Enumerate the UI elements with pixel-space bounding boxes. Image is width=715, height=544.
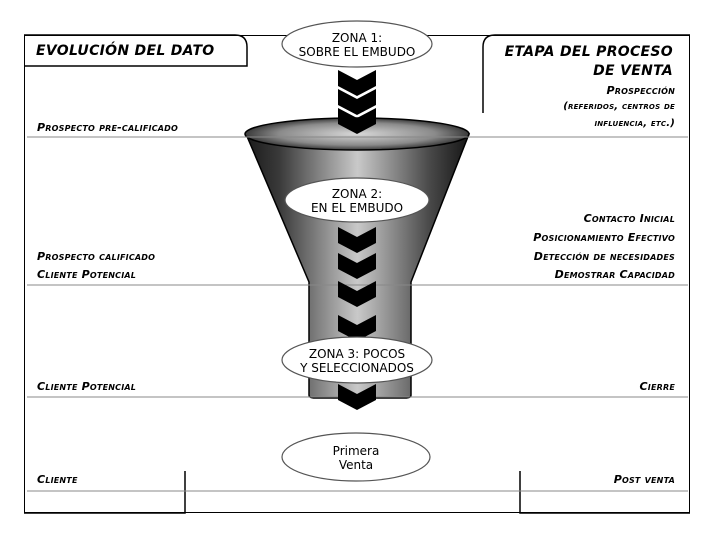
label-prospeccion: Prospección xyxy=(606,84,675,97)
zone-3-subtitle: Y SELECCIONADOS xyxy=(300,361,414,375)
zone-1-ellipse xyxy=(281,20,433,68)
final-sale-line-1: Primera xyxy=(332,444,380,458)
label-prospeccion-note-1: (referidos, centros de xyxy=(563,101,675,112)
label-demostrar-capacidad: Demostrar Capacidad xyxy=(554,268,675,281)
left-header-title: EVOLUCIÓN DEL DATO xyxy=(36,43,215,59)
left-footer-box xyxy=(24,471,186,514)
zone-3-title: ZONA 3: POCOS xyxy=(308,347,406,361)
zone-3-text: ZONA 3: POCOS Y SELECCIONADOS xyxy=(282,347,432,375)
zone-2-ellipse xyxy=(284,177,430,223)
final-sale-line-2: Venta xyxy=(338,458,374,472)
right-header-box xyxy=(482,34,690,113)
right-header-title: ETAPA DEL PROCESO DE VENTA xyxy=(505,43,673,81)
label-posicionamiento-efectivo: Posicionamiento Efectivo xyxy=(533,231,675,244)
arrow-chevron-6 xyxy=(338,281,376,307)
arrow-chevron-5 xyxy=(338,253,376,279)
final-sale-text: Primera Venta xyxy=(282,444,430,472)
zone-2-subtitle: EN EL EMBUDO xyxy=(310,201,404,215)
label-prospecto-calificado: Prospecto calificado xyxy=(37,250,156,263)
label-prospeccion-note-2: influencia, etc.) xyxy=(594,118,675,129)
right-header-line-2: DE VENTA xyxy=(593,63,673,79)
flow-arrows xyxy=(338,70,376,410)
zone-1-title: ZONA 1: xyxy=(331,31,383,45)
right-header-line-1: ETAPA DEL PROCESO xyxy=(504,44,673,60)
zone-2-text: ZONA 2: EN EL EMBUDO xyxy=(285,187,429,215)
label-cierre: Cierre xyxy=(639,380,675,393)
final-sale-ellipse xyxy=(281,432,431,482)
arrow-chevron-1 xyxy=(338,70,376,96)
zone-3-ellipse xyxy=(281,336,433,384)
arrow-chevron-8 xyxy=(338,384,376,410)
right-footer-box xyxy=(519,471,690,514)
left-header-box xyxy=(24,34,248,67)
label-cliente-potencial-1: Cliente Potencial xyxy=(37,268,137,281)
arrow-chevron-4 xyxy=(338,227,376,253)
arrow-chevron-7 xyxy=(338,315,376,341)
zone-1-text: ZONA 1: SOBRE EL EMBUDO xyxy=(282,31,432,59)
zone-1-subtitle: SOBRE EL EMBUDO xyxy=(298,45,416,59)
label-cliente-potencial-2: Cliente Potencial xyxy=(37,380,137,393)
label-deteccion-necesidades: Detección de necesidades xyxy=(533,250,675,263)
arrow-chevron-3 xyxy=(338,108,376,134)
label-contacto-inicial: Contacto Inicial xyxy=(583,212,675,225)
zone-2-title: ZONA 2: xyxy=(331,187,383,201)
arrow-chevron-2 xyxy=(338,89,376,115)
label-cliente: Cliente xyxy=(37,473,78,486)
label-prospecto-pre-calificado: Prospecto pre-calificado xyxy=(37,121,179,134)
label-post-venta: Post venta xyxy=(613,473,675,486)
